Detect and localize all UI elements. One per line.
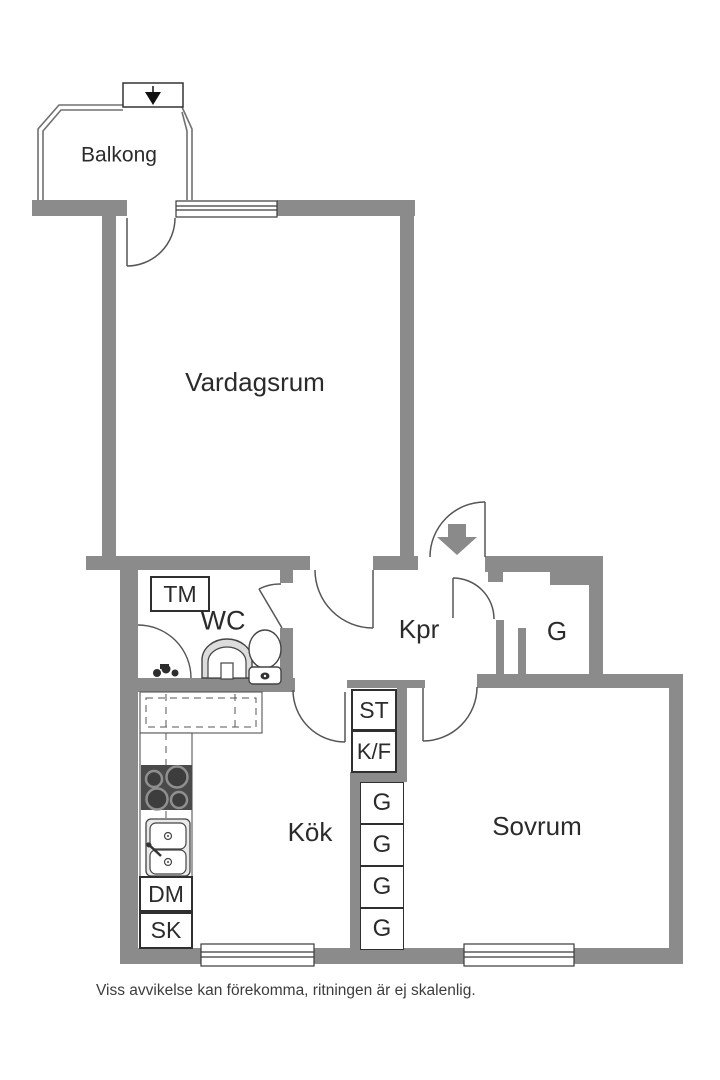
wall-segment (120, 557, 138, 948)
living-room-door-arc (314, 569, 374, 629)
wall-segment (373, 556, 418, 570)
door-leaf (258, 588, 283, 629)
washing-machine-box: TM (150, 576, 210, 612)
wall-cabinet-dashed (145, 697, 257, 728)
sink-drain (163, 857, 173, 867)
entrance-door-arc (429, 501, 486, 558)
wall-segment (589, 572, 603, 674)
toilet-icon (248, 629, 282, 685)
cleaning-cabinet-box: ST (351, 689, 397, 731)
room-label-hall-closet: G (546, 616, 568, 646)
wall-segment (352, 772, 407, 782)
wc-sink-icon (201, 638, 253, 680)
fridge-freezer-box: K/F (351, 730, 397, 773)
kitchen-door-arc (292, 689, 346, 743)
wardrobe-box: G (360, 908, 404, 950)
balcony-railing (37, 104, 193, 200)
burner (144, 769, 164, 789)
bedroom-door-arc (422, 686, 478, 742)
wardrobe-box: G (360, 866, 404, 908)
door-swing (429, 501, 486, 558)
drain-part (171, 669, 179, 677)
sink-faucet-base (146, 842, 152, 848)
windows (175, 200, 575, 967)
wall-segment (102, 216, 116, 570)
sink-tap (220, 662, 234, 680)
balcony-door-arc (126, 217, 176, 267)
wall-segment (669, 688, 683, 950)
room-label-hall: Kpr (398, 614, 440, 644)
bedroom-window (463, 943, 575, 967)
north-arrow-icon (122, 82, 184, 108)
wc-door-arc (258, 583, 283, 629)
drain-part (160, 664, 169, 669)
floor-drain-icon (153, 664, 179, 677)
wall-segment (350, 772, 360, 948)
kitchen-window (200, 943, 315, 967)
kitchen-sink-icon (145, 818, 191, 877)
north-arrow-head (145, 92, 161, 105)
door-swing (258, 583, 282, 590)
wall-segment (86, 556, 310, 570)
wall-segment (477, 674, 683, 688)
sink-drain (163, 831, 173, 841)
disclaimer-text: Viss avvikelse kan förekomma, ritningen … (96, 982, 476, 999)
doors (126, 217, 495, 743)
sink-drain-dot (167, 861, 169, 863)
window-frame (175, 200, 278, 218)
wall-segment (280, 570, 293, 583)
burner (165, 765, 189, 789)
sink-drain-dot (167, 835, 169, 837)
balcony-rail-inner (181, 111, 188, 200)
door-swing (422, 686, 478, 742)
balcony-rail-inner (42, 109, 123, 200)
stove-icon (141, 765, 192, 811)
door-swing (452, 577, 495, 620)
wc-fixtures (137, 624, 282, 685)
window-frame (200, 943, 315, 967)
wall-segment (550, 572, 590, 585)
wardrobe-box: G (360, 782, 404, 824)
wall-segment (397, 688, 407, 780)
wall-segment (485, 556, 603, 572)
burner (169, 790, 189, 810)
room-label-kitchen: Kök (287, 817, 333, 847)
wall-segment (518, 628, 526, 674)
drain-part (153, 669, 161, 677)
kitchen-counter-top (139, 691, 263, 734)
cabinet-box: SK (139, 912, 193, 949)
door-swing (292, 689, 346, 743)
window-frame (463, 943, 575, 967)
living-room-window (175, 200, 278, 218)
wall-segment (32, 200, 127, 216)
balcony-rail-outer (181, 106, 193, 200)
wall-segment (496, 620, 504, 674)
burner (145, 787, 169, 811)
kitchen-fixtures (139, 691, 263, 949)
wall-segment (400, 216, 414, 570)
toilet-flush-dot (263, 674, 267, 678)
balcony-rail-outer (37, 104, 123, 200)
wall-segment (280, 628, 293, 692)
wall-segment (277, 200, 415, 216)
hall-closet-door-arc (452, 577, 495, 620)
door-swing (126, 217, 176, 267)
room-label-balcony: Balkong (81, 143, 157, 167)
room-label-wc: WC (200, 605, 246, 636)
door-swing (314, 569, 374, 629)
room-label-living-room: Vardagsrum (185, 367, 325, 397)
wall-segment (488, 572, 503, 582)
toilet-bowl (248, 629, 282, 669)
entrance-arrow-icon (437, 524, 477, 555)
room-label-bedroom: Sovrum (492, 811, 582, 841)
shower-icon (137, 624, 192, 679)
wardrobe-box: G (360, 824, 404, 866)
wall-segment (347, 680, 425, 688)
walls (32, 200, 683, 964)
dishwasher-box: DM (139, 876, 193, 912)
